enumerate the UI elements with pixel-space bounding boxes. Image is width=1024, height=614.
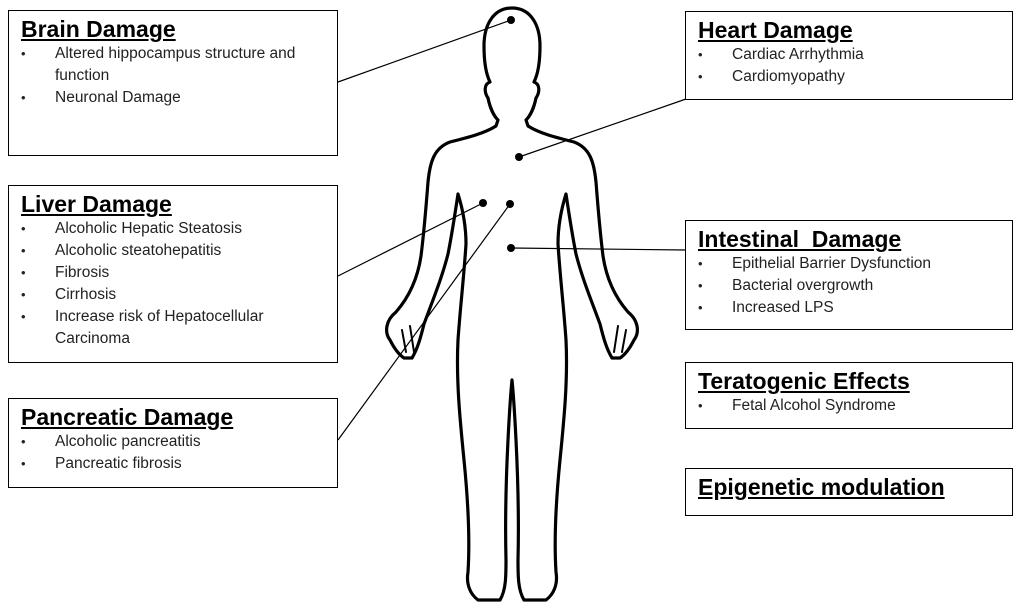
list-item: Pancreatic fibrosis	[21, 453, 327, 475]
intestinal-damage-list: Epithelial Barrier Dysfunction Bacterial…	[698, 253, 1002, 319]
organ-markers	[479, 16, 523, 252]
liver-damage-list: Alcoholic Hepatic Steatosis Alcoholic st…	[21, 218, 327, 350]
list-item: Cardiac Arrhythmia	[698, 44, 1002, 66]
intestine-marker	[507, 244, 515, 252]
teratogenic-effects-title: Teratogenic Effects	[698, 368, 910, 394]
list-item: Cirrhosis	[21, 284, 327, 306]
intestinal-damage-box: Intestinal Damage Epithelial Barrier Dys…	[685, 220, 1013, 330]
list-item: Alcoholic Hepatic Steatosis	[21, 218, 327, 240]
brain-marker	[507, 16, 515, 24]
brain-damage-title: Brain Damage	[21, 16, 176, 42]
heart-damage-title: Heart Damage	[698, 17, 853, 43]
liver-marker	[479, 199, 487, 207]
brain-damage-box: Brain Damage Altered hippocampus structu…	[8, 10, 338, 156]
liver-damage-title: Liver Damage	[21, 191, 172, 217]
epigenetic-modulation-title: Epigenetic modulation	[698, 474, 945, 500]
brain-connector-line	[337, 19, 512, 83]
pancreatic-damage-list: Alcoholic pancreatitis Pancreatic fibros…	[21, 431, 327, 475]
list-item: Increase risk of Hepatocellular Carcinom…	[21, 306, 327, 350]
heart-damage-list: Cardiac Arrhythmia Cardiomyopathy	[698, 44, 1002, 88]
human-body-outline	[385, 6, 639, 602]
list-item: Fibrosis	[21, 262, 327, 284]
intestine-connector-line	[510, 247, 687, 251]
list-item: Alcoholic steatohepatitis	[21, 240, 327, 262]
connector-lines	[337, 19, 687, 441]
list-item: Alcoholic pancreatitis	[21, 431, 327, 453]
heart-marker	[515, 153, 523, 161]
pancreas-connector-line	[337, 203, 511, 441]
list-item: Epithelial Barrier Dysfunction	[698, 253, 1002, 275]
liver-damage-box: Liver Damage Alcoholic Hepatic Steatosis…	[8, 185, 338, 363]
teratogenic-effects-list: Fetal Alcohol Syndrome	[698, 395, 1002, 417]
list-item: Fetal Alcohol Syndrome	[698, 395, 1002, 417]
epigenetic-modulation-box: Epigenetic modulation	[685, 468, 1013, 516]
intestinal-damage-title: Intestinal Damage	[698, 226, 902, 252]
heart-connector-line	[518, 98, 687, 158]
list-item: Altered hippocampus structure and functi…	[21, 43, 327, 87]
pancreatic-damage-title: Pancreatic Damage	[21, 404, 234, 430]
heart-damage-box: Heart Damage Cardiac Arrhythmia Cardiomy…	[685, 11, 1013, 100]
list-item: Bacterial overgrowth	[698, 275, 1002, 297]
list-item: Neuronal Damage	[21, 87, 327, 109]
liver-connector-line	[337, 202, 484, 277]
pancreatic-damage-box: Pancreatic Damage Alcoholic pancreatitis…	[8, 398, 338, 488]
teratogenic-effects-box: Teratogenic Effects Fetal Alcohol Syndro…	[685, 362, 1013, 429]
brain-damage-list: Altered hippocampus structure and functi…	[21, 43, 327, 109]
list-item: Increased LPS	[698, 297, 1002, 319]
pancreas-marker	[506, 200, 514, 208]
list-item: Cardiomyopathy	[698, 66, 1002, 88]
